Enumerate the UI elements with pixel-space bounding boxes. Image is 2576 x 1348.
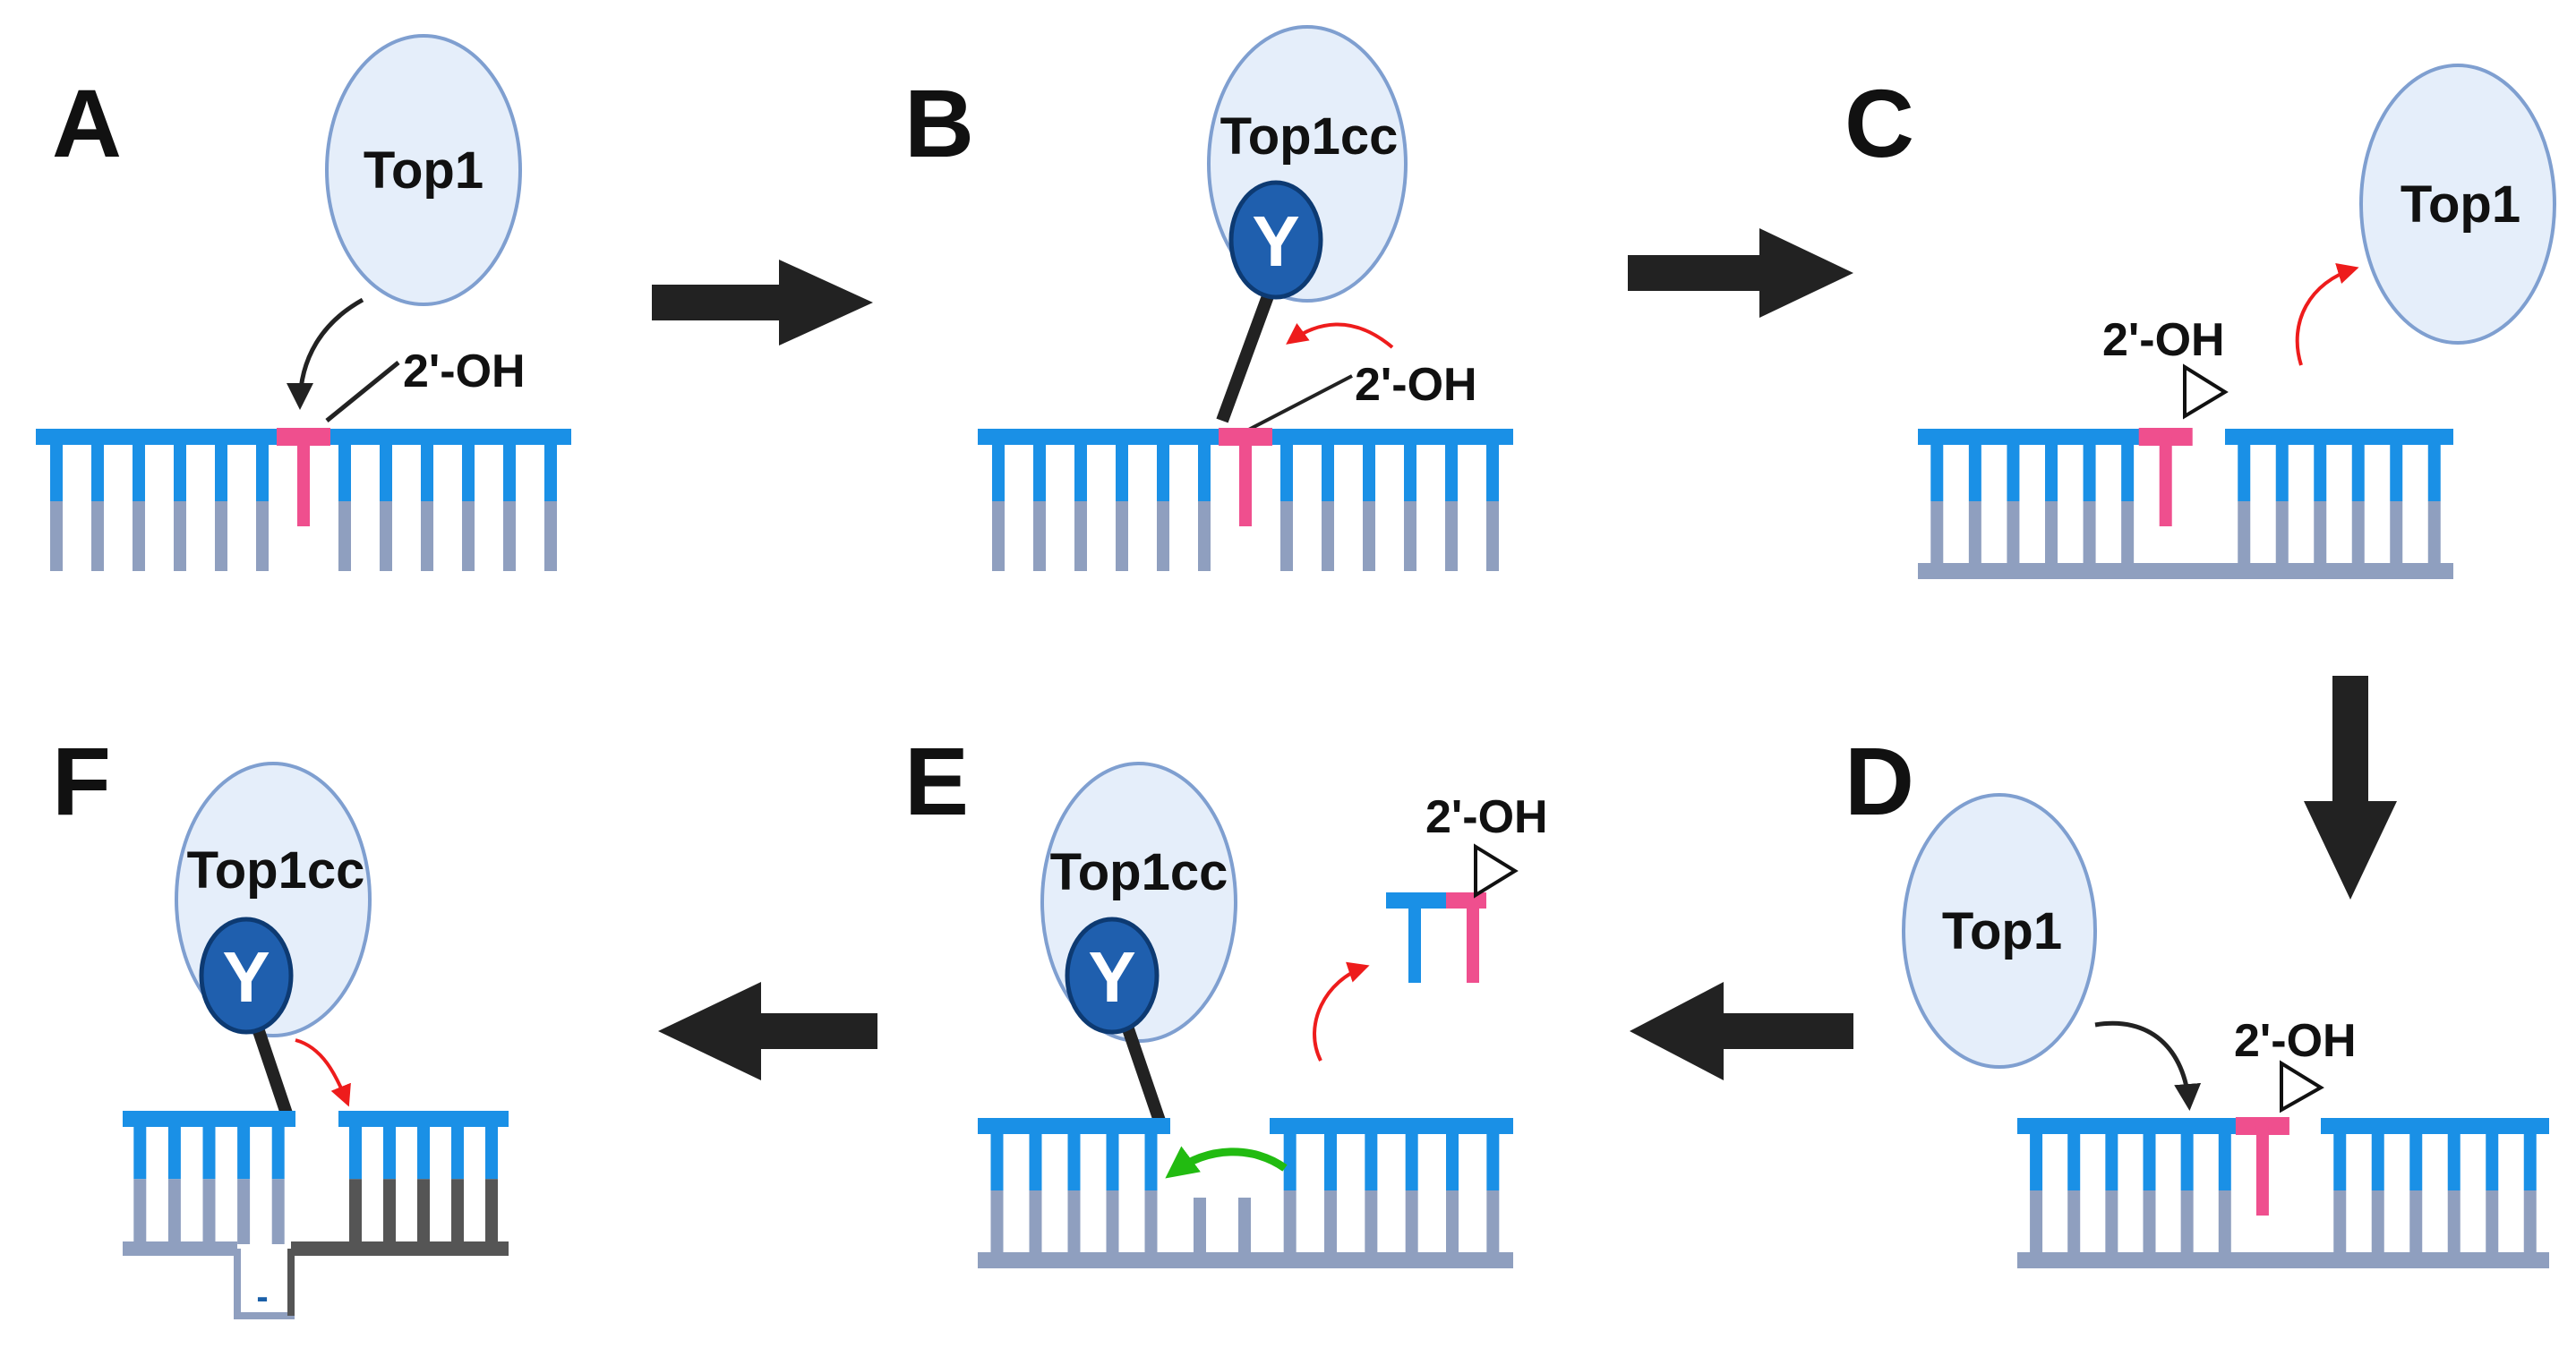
top1-protein <box>325 34 522 306</box>
top1-label: Top1 <box>364 141 484 200</box>
panel-f: F Top1cc Y - <box>52 727 509 1319</box>
dna-duplex-right <box>1270 1118 1513 1260</box>
top1cc-label: Top1cc <box>1050 843 1228 901</box>
cyclic-phosphate-triangle <box>2183 363 2229 420</box>
released-fragment: 2'-OH <box>1386 791 1548 983</box>
tyrosine-residue <box>1065 917 1160 1035</box>
top1cc-label: Top1cc <box>1220 107 1399 166</box>
top1cc-label: Top1cc <box>187 841 365 900</box>
oh-label: 2'-OH <box>2102 314 2225 366</box>
dna-duplex-left <box>2017 1117 2289 1260</box>
flow-arrow-a-to-b <box>652 260 873 346</box>
dna-duplex-right <box>2321 1118 2549 1260</box>
red-release-arrow <box>1313 961 1370 1062</box>
panel-letter-f: F <box>52 727 111 835</box>
top1-label: Top1 <box>2401 175 2520 234</box>
cyclic-phosphate-triangle <box>1474 843 1519 899</box>
oh-label: 2'-OH <box>1355 359 1477 411</box>
dna-duplex <box>36 428 571 571</box>
top1-label: Top1 <box>1942 902 2062 960</box>
tyrosine-residue <box>1228 180 1323 300</box>
top1-protein <box>1902 793 2097 1069</box>
flow-arrow-e-to-f-shaft <box>752 1013 877 1049</box>
oh-pointer-line <box>325 361 400 422</box>
tyrosine-label: Y <box>222 937 270 1017</box>
panel-letter-c: C <box>1844 69 1914 177</box>
flow-arrow-e-to-f <box>658 982 761 1080</box>
panel-b: B Top1cc Y 2'-OH <box>904 25 1513 571</box>
flow-arrow-c-to-d-shaft <box>2332 676 2368 819</box>
dna-duplex-right <box>2225 429 2453 571</box>
green-ligation-arrow <box>1165 1146 1288 1179</box>
dna-duplex-left <box>978 1118 1170 1260</box>
panel-c: C Top1 2'-OH <box>1844 64 2556 579</box>
covalent-tether <box>1216 284 1278 423</box>
red-attack-arrow <box>295 1038 351 1107</box>
nucleophilic-attack-arrow <box>2094 1020 2202 1111</box>
oh-label: 2'-OH <box>403 346 526 397</box>
dna-duplex <box>978 428 1513 571</box>
flow-arrow-d-to-e <box>1630 982 1724 1080</box>
red-release-arrow <box>2295 263 2359 366</box>
flow-arrow-d-to-e-shaft <box>1715 1013 1853 1049</box>
dna-duplex-left <box>123 1111 295 1244</box>
tyrosine-label: Y <box>1088 937 1135 1017</box>
flow-arrow-b-to-c-shaft <box>1628 255 1771 291</box>
gap-minus-mark: - <box>256 1277 268 1317</box>
panel-letter-d: D <box>1844 727 1914 835</box>
tyrosine-label: Y <box>1252 201 1299 281</box>
nucleophilic-attack-arrow <box>287 297 364 410</box>
dna-duplex-left <box>1918 428 2193 571</box>
panel-letter-e: E <box>904 727 969 835</box>
covalent-tether <box>1117 1013 1168 1129</box>
panel-e: E Top1cc Y 2'-OH <box>904 727 1548 1268</box>
top1-protein <box>2359 64 2556 345</box>
tyrosine-residue <box>199 917 294 1035</box>
oh-label: 2'-OH <box>1425 791 1548 843</box>
flow-arrow-b-to-c <box>1759 228 1853 318</box>
oh-label: 2'-OH <box>2234 1015 2357 1067</box>
panel-letter-a: A <box>52 69 122 177</box>
dna-duplex-right <box>338 1111 509 1244</box>
panel-letter-b: B <box>904 69 974 177</box>
panel-a: A Top1 2'-OH <box>36 34 571 571</box>
flow-arrow-c-to-d <box>2304 801 2397 900</box>
covalent-tether <box>249 1018 295 1122</box>
red-attack-arrow <box>1286 322 1394 349</box>
panel-d: D Top1 2'-OH <box>1844 727 2549 1268</box>
cyclic-phosphate-triangle <box>2280 1060 2324 1113</box>
flow-arrow-a-to-b-shaft <box>652 285 786 320</box>
oh-pointer-line <box>1239 374 1353 436</box>
